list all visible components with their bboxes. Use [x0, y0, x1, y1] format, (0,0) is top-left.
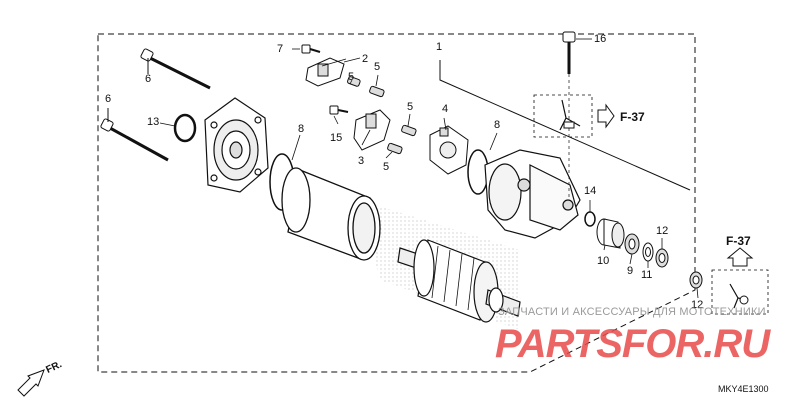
reduction-collar-10 — [596, 218, 625, 249]
ref-label-top: F-37 — [620, 110, 645, 124]
spring-5b — [369, 85, 385, 98]
washer-11 — [642, 242, 654, 262]
callout-5a: 5 — [374, 61, 381, 73]
diagram-code: MKY4E1300 — [718, 384, 769, 394]
screw-7 — [292, 44, 321, 54]
front-direction-arrow — [17, 369, 45, 397]
callout-1: 1 — [436, 41, 443, 53]
callout-16: 16 — [594, 33, 607, 45]
callout-5d: 5 — [383, 161, 390, 173]
brush-holder-plate-4 — [429, 125, 469, 175]
callout-5c: 5 — [407, 101, 414, 113]
watermark-logo: PARTSFOR.RU — [495, 322, 770, 366]
through-bolt-upper — [140, 48, 211, 90]
callout-6a: 6 — [145, 73, 152, 85]
spring-5d — [387, 142, 403, 155]
ref-box-top — [533, 94, 615, 138]
brush-holder-3 — [353, 109, 391, 151]
assembly-leader-1 — [439, 60, 691, 191]
callout-12a: 12 — [656, 225, 669, 237]
leader-lines — [147, 58, 699, 299]
callout-13: 13 — [147, 116, 160, 128]
callout-8a: 8 — [298, 123, 305, 135]
spring-5c — [401, 124, 417, 137]
callout-14: 14 — [584, 185, 597, 197]
ref-box-right — [711, 247, 769, 315]
nut-12-lower — [689, 271, 703, 289]
armature — [397, 239, 521, 323]
brush-terminal-2 — [305, 57, 361, 87]
callout-11: 11 — [641, 269, 653, 281]
assembly-boundary — [97, 33, 696, 373]
nut-12-upper — [655, 248, 669, 268]
callout-8b: 8 — [494, 119, 501, 131]
watermark-text: ЗАПЧАСТИ И АКСЕССУАРЫ ДЛЯ МОТОТЕХНИКИ — [498, 306, 766, 318]
callout-9: 9 — [627, 265, 634, 277]
callout-7: 7 — [277, 43, 284, 55]
callout-15: 15 — [330, 132, 343, 144]
through-bolt-lower — [100, 108, 169, 162]
spring-5a — [347, 76, 361, 87]
callout-5b: 5 — [348, 71, 355, 83]
washer-14 — [584, 211, 596, 227]
callout-4: 4 — [442, 103, 449, 115]
front-cover — [484, 149, 581, 239]
screw-15 — [329, 105, 349, 115]
callout-3: 3 — [358, 155, 365, 167]
starter-yoke — [281, 167, 381, 261]
callout-12b: 12 — [691, 299, 704, 311]
ref-label-right: F-37 — [726, 234, 751, 248]
callout-10: 10 — [597, 255, 610, 267]
o-ring — [173, 113, 197, 143]
rear-cover — [204, 97, 269, 193]
callout-6b: 6 — [105, 93, 112, 105]
callout-2: 2 — [362, 53, 369, 65]
oil-seal-9 — [624, 233, 640, 255]
